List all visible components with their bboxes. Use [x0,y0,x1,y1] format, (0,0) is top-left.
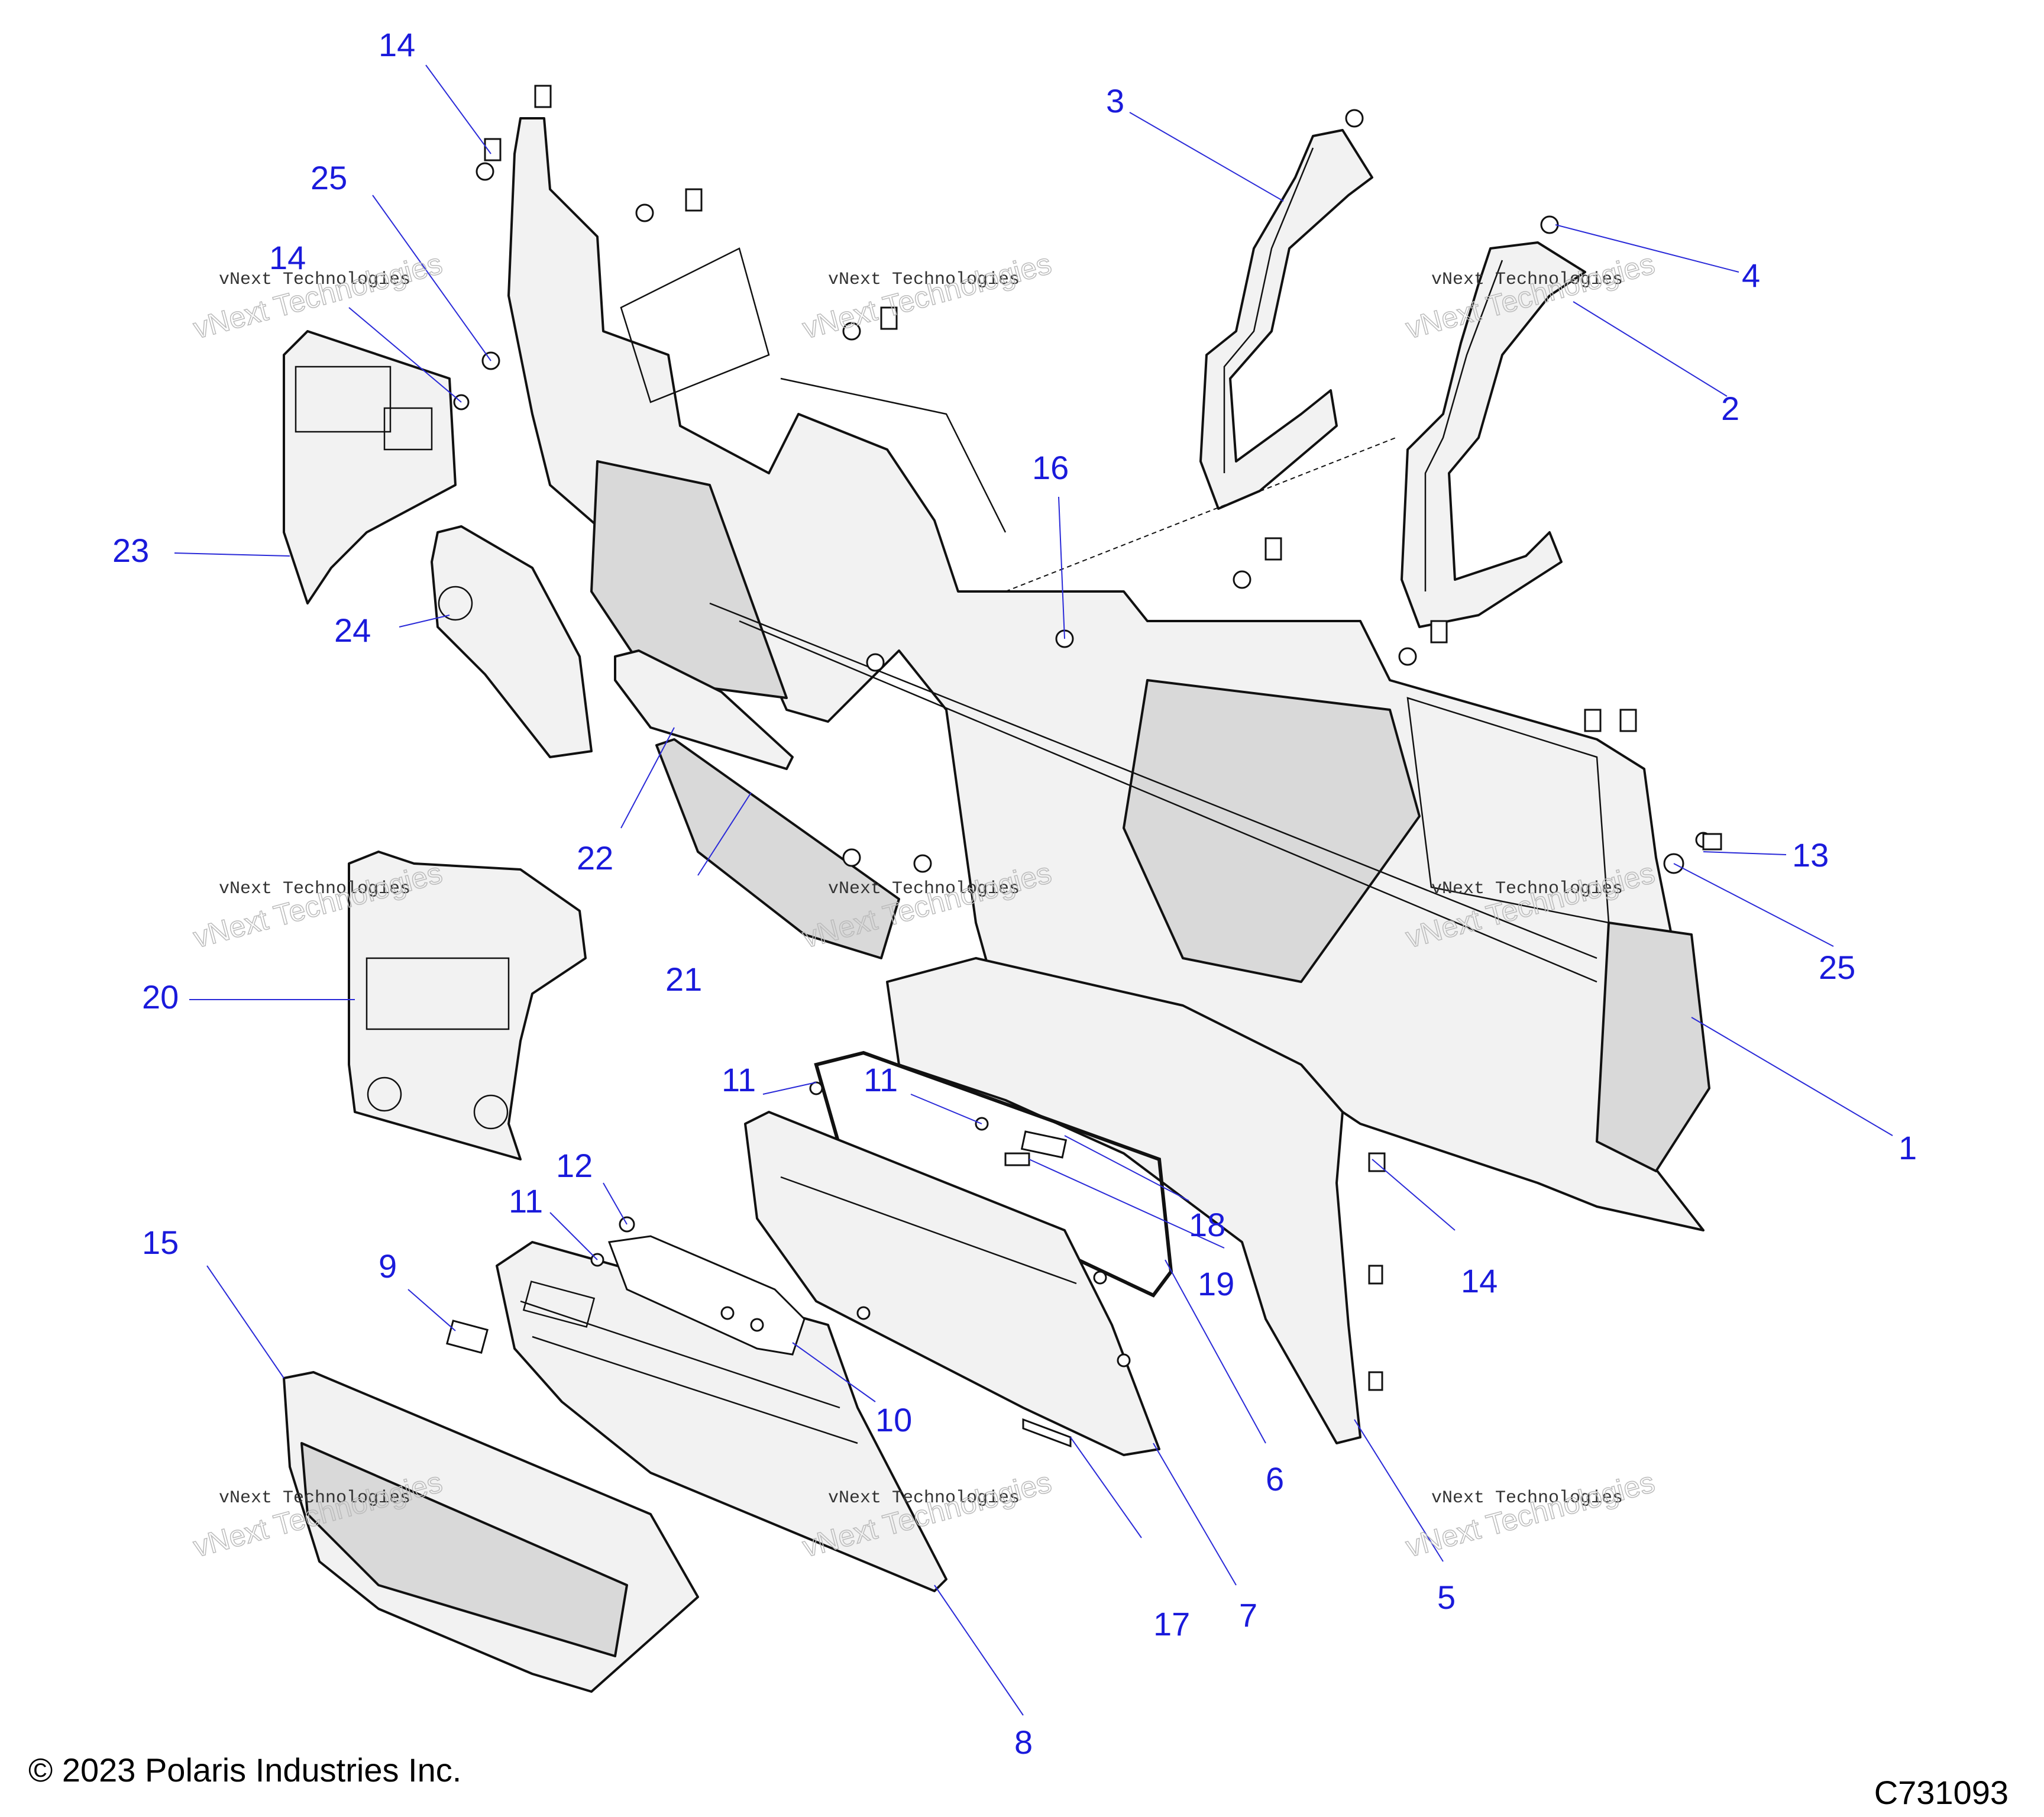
callout-4: 4 [1742,257,1760,294]
part-20-storage-bin [348,851,587,1160]
part-15-lower-grille [283,1371,699,1693]
callout-6: 6 [1266,1460,1284,1498]
part-9-clip [446,1320,489,1354]
fasteners [453,85,1722,1391]
callout-25-a: 25 [311,159,347,196]
leader-lines [174,64,1893,1716]
part-21-grille-insert [655,738,900,959]
part-17-pin [1022,1418,1072,1448]
watermark-outline: vNext Technologies [799,247,1055,345]
part-23-switch-panel [283,330,457,604]
callout-19: 19 [1198,1265,1234,1302]
watermark-text: vNext Technologies [1431,270,1623,290]
callout-9: 9 [379,1247,397,1285]
callout-14-b: 14 [269,239,306,276]
part-1-dash-frame [507,117,1710,1231]
watermark-outline: vNext Technologies [190,247,445,345]
watermark-text: vNext Technologies [828,1488,1020,1508]
part-24-trim-bezel [431,525,593,758]
part-7-glovebox-inner [744,1111,1160,1456]
callout-10: 10 [875,1401,912,1438]
watermark-text: vNext Technologies [219,1488,410,1508]
callout-15: 15 [142,1224,179,1261]
alignment-dashed-line [1005,437,1396,592]
callout-17: 17 [1153,1605,1190,1643]
part-22-panel [614,649,794,770]
callout-7: 7 [1239,1596,1257,1634]
callout-25-b: 25 [1819,949,1855,986]
callout-11-a: 11 [722,1061,756,1098]
callout-14-a: 14 [379,26,415,63]
watermark-text: vNext Technologies [828,270,1020,290]
copyright-notice: © 2023 Polaris Industries Inc. [28,1751,462,1789]
callout-5: 5 [1437,1579,1456,1616]
watermark-text: vNext Technologies [219,879,410,899]
part-3-support-bracket [1199,129,1373,510]
callout-8: 8 [1014,1724,1033,1761]
callout-20: 20 [142,978,179,1016]
callout-22: 22 [577,839,613,877]
callout-1: 1 [1899,1129,1917,1166]
callout-24: 24 [334,612,371,649]
callout-labels: 1 2 3 4 5 6 7 8 9 10 11 11 11 12 13 14 1… [112,26,1917,1761]
diagram-code: C731093 [1874,1774,2009,1811]
callout-23: 23 [112,532,149,569]
callout-12: 12 [556,1147,593,1184]
callout-11-c: 11 [509,1182,543,1220]
watermark-text: vNext Technologies [1431,1488,1623,1508]
callout-13: 13 [1792,836,1829,874]
callout-18: 18 [1189,1206,1225,1243]
callout-11-b: 11 [863,1061,898,1098]
callout-21: 21 [665,961,702,998]
watermark-text: vNext Technologies [828,879,1020,899]
watermark-outline: vNext Technologies [1402,1465,1658,1563]
callout-16: 16 [1032,449,1069,486]
part-19-clip [1004,1152,1030,1166]
part-2-support-bracket [1401,241,1586,628]
callout-3: 3 [1106,82,1124,119]
part-18-bracket [1020,1130,1068,1159]
watermark-text: vNext Technologies [1431,879,1623,899]
watermark-text: vNext Technologies [219,270,410,290]
callout-14-c: 14 [1461,1262,1498,1299]
callout-2: 2 [1721,390,1739,427]
